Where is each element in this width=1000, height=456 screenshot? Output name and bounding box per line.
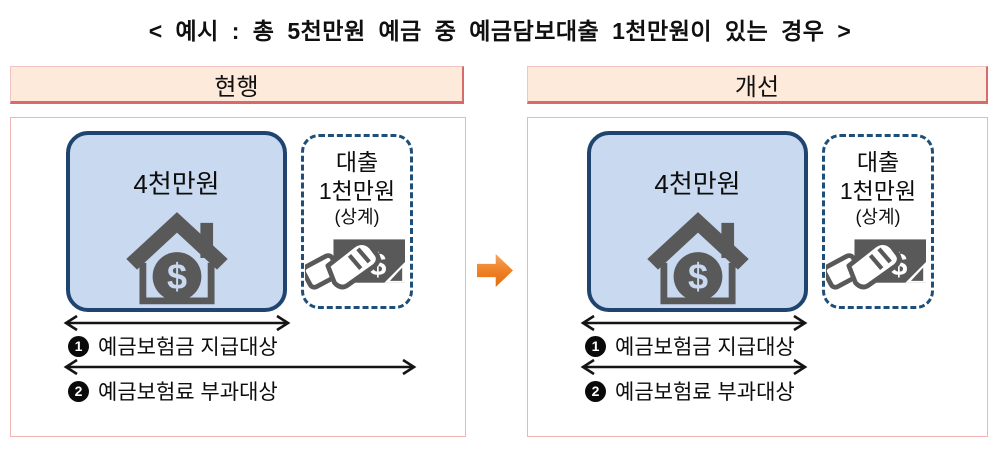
circled-number-1: 1 <box>68 335 89 357</box>
premium-base-label: 2 예금보험료 부과대상 <box>585 376 795 406</box>
deposit-box: 4천만원 $ <box>587 131 808 312</box>
loan-amount-label: 1천만원 <box>318 178 396 204</box>
premium-base-arrow <box>63 358 417 376</box>
panel-current: 4천만원 $ 대출 1천만원 (상계) $ 1 예금보험금 지급대상 <box>10 117 466 437</box>
panel-header-improved: 개선 <box>527 66 988 104</box>
dollar-sign: $ <box>166 256 186 297</box>
loan-box: 대출 1천만원 (상계) $ <box>301 134 413 309</box>
insurance-coverage-text: 예금보험금 지급대상 <box>98 336 278 359</box>
insurance-coverage-label: 1 예금보험금 지급대상 <box>585 331 795 361</box>
hand-money-icon: $ <box>305 239 405 290</box>
loan-box: 대출 1천만원 (상계) $ <box>822 134 934 309</box>
premium-base-text: 예금보험료 부과대상 <box>98 381 278 404</box>
circled-number-2: 2 <box>585 380 606 402</box>
deposit-amount-label: 4천만원 <box>133 169 220 199</box>
hand-money-icon: $ <box>826 239 926 290</box>
premium-base-label: 2 예금보험료 부과대상 <box>68 376 278 406</box>
page-title: < 예시 : 총 5천만원 예금 중 예금담보대출 1천만원이 있는 경우 > <box>148 18 852 44</box>
loan-note-label: (상계) <box>334 207 380 227</box>
house-money-icon: $ <box>125 212 228 305</box>
circled-number-1: 1 <box>585 335 606 357</box>
insurance-coverage-arrow <box>580 314 808 332</box>
premium-base-text: 예금보험료 부과대상 <box>615 381 795 404</box>
panel-improved: 4천만원 $ 대출 1천만원 (상계) $ 1 예금보험금 지급대상 <box>527 117 988 437</box>
loan-title-label: 대출 <box>335 149 379 175</box>
right-block-arrow-icon <box>477 254 513 287</box>
loan-note-label: (상계) <box>855 207 901 227</box>
panel-header-current: 현행 <box>10 66 464 104</box>
premium-base-arrow <box>580 358 808 376</box>
loan-amount-label: 1천만원 <box>839 178 917 204</box>
dollar-sign: $ <box>687 256 707 297</box>
panel-header-current-label: 현행 <box>214 73 259 101</box>
insurance-coverage-label: 1 예금보험금 지급대상 <box>68 331 278 361</box>
panel-header-improved-label: 개선 <box>734 73 780 101</box>
insurance-coverage-text: 예금보험금 지급대상 <box>615 336 795 359</box>
house-money-icon: $ <box>646 212 749 305</box>
deposit-box: 4천만원 $ <box>66 131 287 312</box>
loan-title-label: 대출 <box>856 149 900 175</box>
deposit-amount-label: 4천만원 <box>654 169 741 199</box>
circled-number-2: 2 <box>68 380 89 402</box>
insurance-coverage-arrow <box>63 314 291 332</box>
